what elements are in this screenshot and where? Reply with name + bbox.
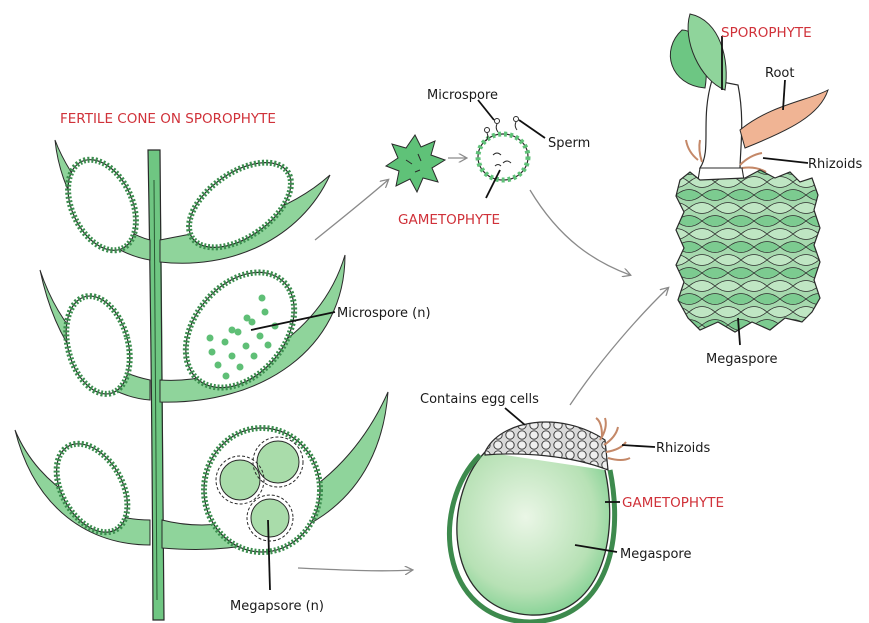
label-contains-egg: Contains egg cells bbox=[420, 392, 539, 407]
label-rhizoids-lower: Rhizoids bbox=[656, 441, 711, 456]
label-microspore-top: Microspore bbox=[427, 88, 498, 103]
label-microspore-n: Microspore (n) bbox=[337, 306, 431, 321]
megaspore-scaly-body bbox=[676, 170, 820, 332]
megasporangium bbox=[204, 428, 320, 552]
label-megaspore-lower: Megaspore bbox=[620, 547, 691, 562]
label-megaspore-upper: Megaspore bbox=[706, 352, 777, 367]
arrow-to-female bbox=[298, 568, 412, 571]
arrow-cone-to-microspore bbox=[315, 180, 388, 240]
male-gametophyte bbox=[478, 117, 528, 181]
label-megaspore-n: Megapsore (n) bbox=[230, 599, 324, 614]
fertile-cone bbox=[15, 140, 388, 620]
label-gametophyte-male: GAMETOPHYTE bbox=[398, 212, 500, 228]
label-gametophyte-female: GAMETOPHYTE bbox=[622, 495, 724, 511]
label-sporophyte: SPOROPHYTE bbox=[721, 25, 812, 41]
young-sporophyte bbox=[670, 14, 828, 332]
label-root: Root bbox=[765, 66, 794, 81]
microspore-spiky bbox=[386, 135, 445, 192]
female-gametophyte bbox=[450, 418, 630, 622]
arrow-egg-to-sporophyte bbox=[570, 288, 668, 405]
sporophyte-stem bbox=[700, 80, 742, 170]
label-fertile-cone: FERTILE CONE ON SPOROPHYTE bbox=[60, 111, 276, 127]
arrow-gametophyte-to-sporophyte bbox=[530, 190, 630, 275]
label-sperm: Sperm bbox=[548, 136, 590, 151]
megaspore-wall bbox=[457, 452, 610, 615]
label-rhizoids-upper: Rhizoids bbox=[808, 157, 863, 172]
